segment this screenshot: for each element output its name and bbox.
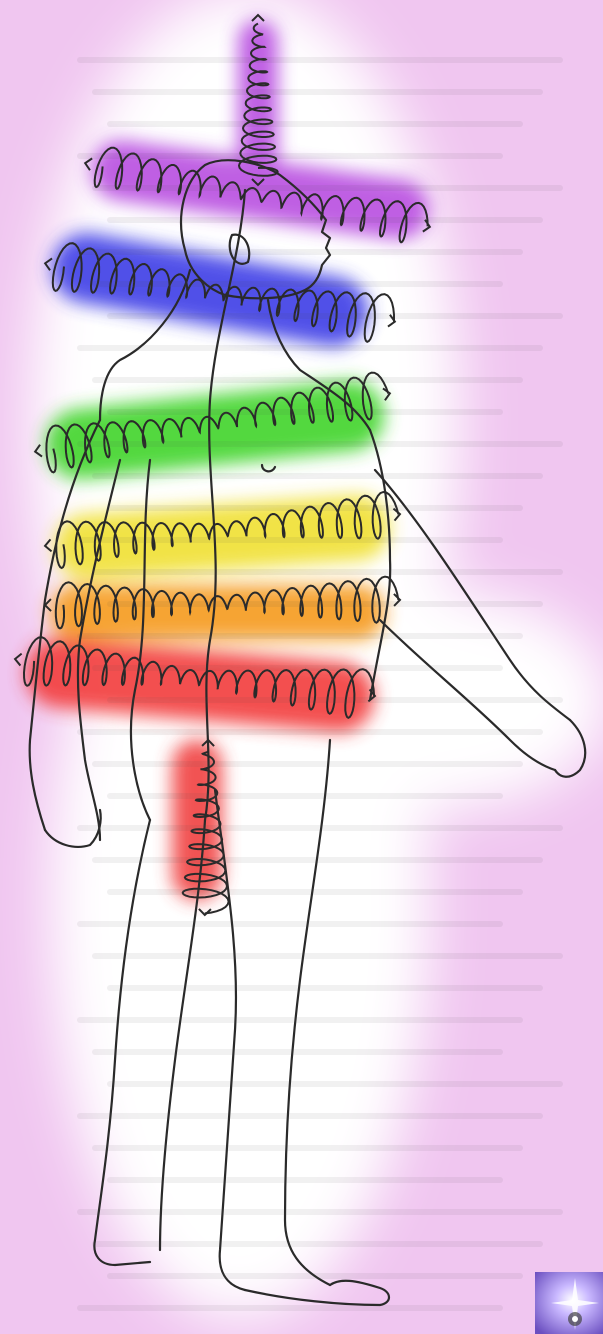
sparkle-icon (535, 1272, 603, 1334)
